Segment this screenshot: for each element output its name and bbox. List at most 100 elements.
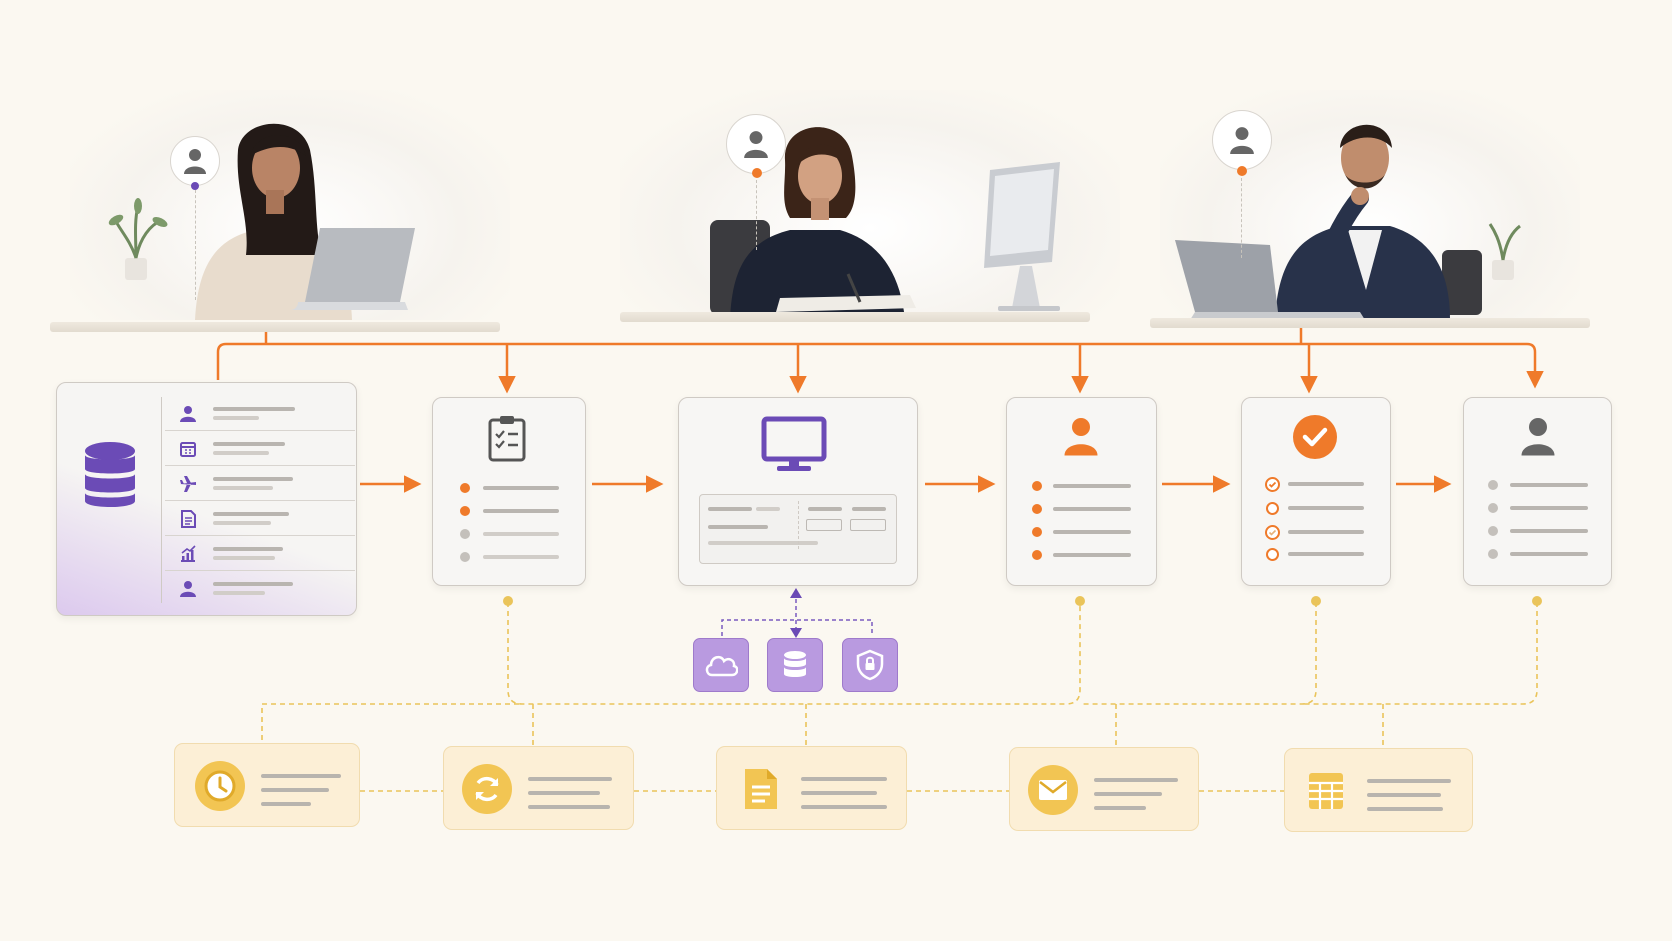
text-line [852,507,886,511]
text-line [261,788,329,792]
text-line [708,507,752,511]
sync-icon [475,776,499,802]
bottom-network [261,602,1538,792]
user-card-orange [1006,397,1157,586]
badge-line-3 [1241,178,1242,258]
spreadsheet-icon [1309,773,1343,809]
user-icon [1521,418,1555,456]
plant-icon [108,198,168,280]
text-line [708,525,768,529]
database-row [165,572,345,606]
text-line [1053,507,1131,511]
desk-surface [50,322,500,332]
text-line [213,477,293,481]
user-icon [180,406,196,422]
status-dot [1488,480,1498,490]
status-dot [1032,527,1042,537]
text-line [1510,506,1588,510]
text-line [1288,482,1364,486]
mail-icon-circle [1028,765,1078,815]
text-line [483,486,559,490]
clock-icon [204,770,236,802]
sync-icon-circle [462,764,512,814]
checklist-card [432,397,586,586]
check-circle-icon [1293,415,1337,459]
text-line [1288,552,1364,556]
badge-line-1 [195,190,196,300]
plane-icon [180,476,196,492]
row-separator [165,570,355,571]
text-line [1094,778,1178,782]
text-line [528,791,600,795]
user-icon [1064,418,1098,456]
text-line [213,442,285,446]
text-line [483,555,559,559]
user-icon [1230,127,1254,154]
person-illustration [710,127,1060,320]
services-connector [721,592,873,636]
user-badge-1 [170,136,220,186]
calendar-icon [180,442,196,457]
text-line [1367,807,1443,811]
spreadsheet-tile [1284,748,1473,832]
text-line [1053,530,1131,534]
database-row [165,537,355,571]
person-illustration [1175,124,1521,320]
text-line [1053,484,1131,488]
badge-dot-1 [191,182,199,190]
status-dot [460,552,470,562]
row-separator [165,500,355,501]
input-box [850,519,886,531]
user-icon [744,131,768,158]
status-dot [460,483,470,493]
badge-dot-2 [752,168,762,178]
checked-icon [1265,525,1280,540]
divider [161,397,162,603]
row-separator [165,430,355,431]
shield-lock-icon [856,649,884,681]
clipboard-icon [488,416,526,462]
status-dot [1032,504,1042,514]
database-icon [85,442,135,507]
mail-icon [1039,780,1067,800]
monitor-icon [761,416,827,471]
row-separator [165,465,355,466]
text-line [213,591,265,595]
badge-dot-3 [1237,166,1247,176]
text-line [1094,806,1146,810]
status-dot [1488,526,1498,536]
text-line [213,521,271,525]
text-line [528,805,610,809]
chart-icon [181,545,196,562]
plant-icon [1488,223,1521,280]
top-bus-line [216,342,1544,389]
user-icon [180,581,196,597]
clock-tile [174,743,360,827]
person-woman-writing [620,90,1120,320]
text-line [1053,553,1131,557]
text-line [213,451,269,455]
status-dot [460,506,470,516]
status-dot [1488,549,1498,559]
user-card-gray [1463,397,1612,586]
text-line [483,532,559,536]
text-line [1510,552,1588,556]
text-line [213,407,295,411]
status-dot [1032,481,1042,491]
text-line [483,509,559,513]
user-icon [184,149,206,174]
imac-icon [984,162,1060,311]
badge-line-2 [756,180,757,250]
text-line [1288,530,1364,534]
monitor-card [678,397,918,586]
unchecked-icon [1266,548,1279,561]
status-dot [1488,503,1498,513]
person-illustration [108,123,415,320]
text-line [801,805,887,809]
cloud-icon [705,655,738,677]
database-card [56,382,357,616]
text-line [213,486,273,490]
text-line [261,774,341,778]
cloud-service-tile [693,638,749,692]
